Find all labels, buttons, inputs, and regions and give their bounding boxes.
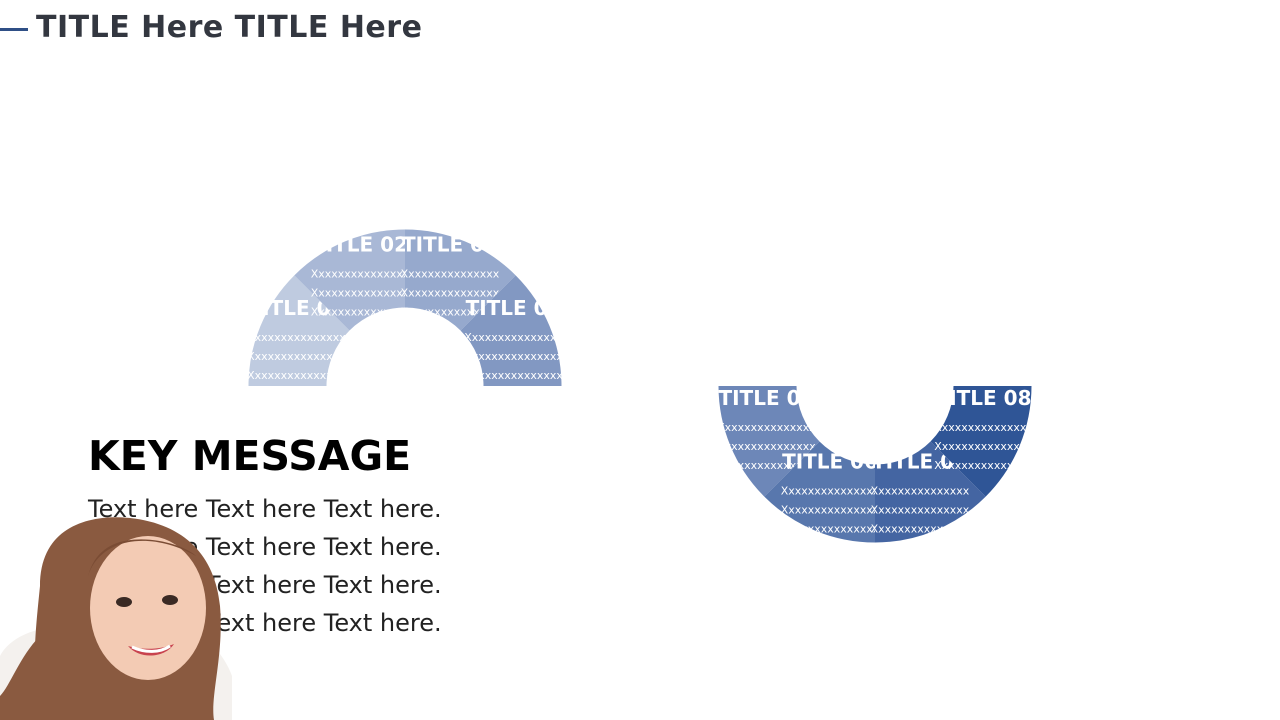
- segment-title: TITLE 02: [312, 232, 408, 256]
- segment-text-line: Xxxxxxxxxxxxxxx: [311, 267, 410, 280]
- key-message-line: Text here Text here Text here.: [88, 495, 442, 523]
- segment-text-line: Xxxxxxxxxxxxxxx: [717, 421, 816, 434]
- segment-text-line: Xxxxxxxxxxxxxxx: [934, 421, 1033, 434]
- segment-text-line: Xxxxxxxxxxxxxxx: [781, 485, 880, 498]
- segment-text-line: Xxxxxxxxxxxxxxx: [247, 331, 346, 344]
- segment-text-line: Xxxxxxxxxxxxxxx: [464, 350, 563, 363]
- segment-title: TITLE 03: [402, 232, 498, 256]
- segment-text-line: Xxxxxxxxxxxxxxx: [464, 369, 563, 382]
- segment-text-line: Xxxxxxxxxxxxxxx: [871, 504, 970, 517]
- segment-8: [930, 386, 1032, 497]
- segment-text-line: Xxxxxxxxxxxxxxx: [871, 523, 970, 536]
- person-photo-icon: [0, 517, 232, 720]
- page-title: TITLE Here TITLE Here: [36, 10, 423, 45]
- segment-text-line: Xxxxxxxxxxxxxxx: [311, 286, 410, 299]
- segment-text-line: Xxxxxxxxxxxxxxx: [401, 286, 500, 299]
- segment-text-line: Xxxxxxxxxxxxxxx: [934, 459, 1033, 472]
- segment-text-line: Xxxxxxxxxxxxxxx: [247, 350, 346, 363]
- segment-5: [718, 386, 820, 497]
- segment-text-line: Xxxxxxxxxxxxxxx: [401, 267, 500, 280]
- segment-4: [460, 275, 562, 386]
- segment-7: [875, 441, 986, 543]
- segment-text-line: Xxxxxxxxxxxxxxx: [781, 523, 880, 536]
- segment-title: TITLE 05: [718, 386, 814, 410]
- segment-text-line: Xxxxxxxxxxxxxxx: [247, 369, 346, 382]
- segment-text-line: Xxxxxxxxxxxxxxx: [934, 440, 1033, 453]
- segment-text-line: Xxxxxxxxxxxxxxx: [717, 459, 816, 472]
- segment-text-line: Xxxxxxxxxxxxxxx: [401, 305, 500, 318]
- key-message-heading: KEY MESSAGE: [88, 432, 412, 480]
- segment-text-line: Xxxxxxxxxxxxxxx: [311, 305, 410, 318]
- segment-3: [405, 229, 516, 331]
- segment-text-line: Xxxxxxxxxxxxxxx: [717, 440, 816, 453]
- segment-6: [764, 441, 875, 543]
- segment-title: TITLE 08: [936, 386, 1032, 410]
- segment-text-line: Xxxxxxxxxxxxxxx: [871, 485, 970, 498]
- segment-2: [294, 229, 405, 331]
- title-accent-bar: [0, 28, 28, 31]
- segment-title: TITLE 06: [782, 450, 878, 474]
- segment-1: [248, 275, 350, 386]
- segment-text-line: Xxxxxxxxxxxxxxx: [781, 504, 880, 517]
- segment-text-line: Xxxxxxxxxxxxxxx: [464, 331, 563, 344]
- segment-title: TITLE 04: [466, 296, 562, 320]
